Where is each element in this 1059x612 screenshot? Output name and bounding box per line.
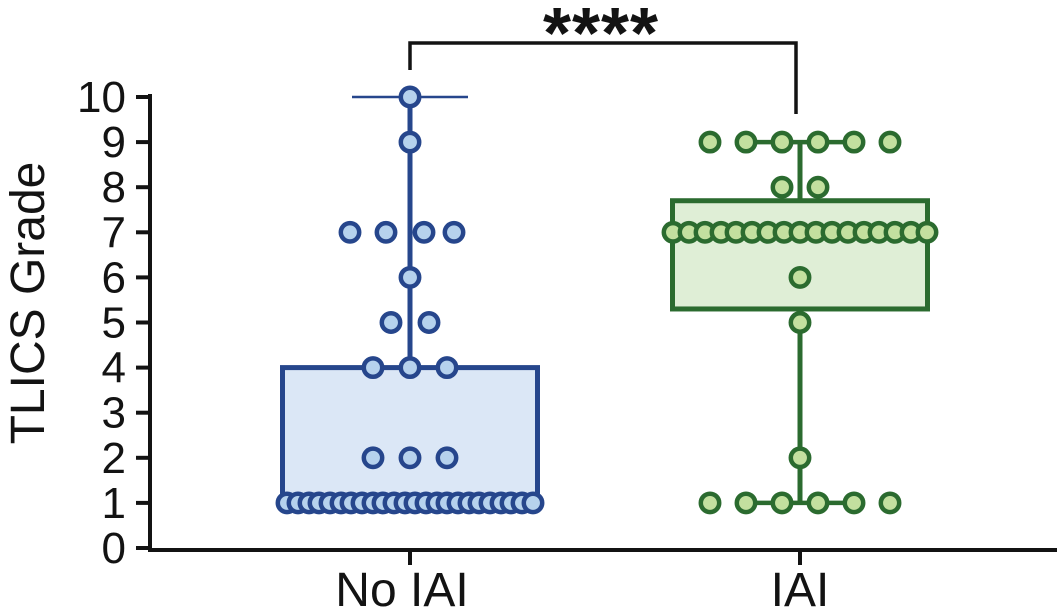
data-point-iai <box>698 491 722 515</box>
data-point-no-iai <box>338 220 362 244</box>
y-tick-label: 4 <box>102 344 126 393</box>
data-point-no-iai <box>398 446 422 470</box>
data-point-iai <box>806 130 830 154</box>
data-point-iai <box>842 491 866 515</box>
y-tick-label: 7 <box>102 208 126 257</box>
y-tick-label: 8 <box>102 163 126 212</box>
data-point-no-iai <box>417 311 441 334</box>
data-point-no-iai <box>398 356 422 380</box>
data-point-iai <box>770 175 794 199</box>
y-axis-title: TLICS Grade <box>2 162 55 445</box>
data-point-no-iai <box>379 311 403 334</box>
x-label-iai: IAI <box>771 564 830 612</box>
data-point-no-iai <box>361 356 385 380</box>
significance-bracket <box>408 41 798 114</box>
data-point-no-iai <box>435 446 459 470</box>
data-point-iai <box>806 491 830 515</box>
data-point-iai <box>734 130 758 154</box>
data-point-no-iai <box>398 265 422 289</box>
y-tick-label: 1 <box>102 479 126 528</box>
y-tick-label: 0 <box>102 524 126 573</box>
y-tick-label: 2 <box>102 434 126 483</box>
data-point-no-iai <box>398 130 422 154</box>
data-point-no-iai <box>398 85 422 109</box>
significance-stars: **** <box>543 0 659 74</box>
data-point-no-iai <box>521 491 545 515</box>
data-point-no-iai <box>361 446 385 470</box>
y-tick-label: 10 <box>77 73 126 122</box>
data-point-iai <box>788 446 812 470</box>
data-point-no-iai <box>412 220 436 244</box>
data-point-iai <box>806 175 830 199</box>
data-point-iai <box>788 265 812 289</box>
data-point-iai <box>842 130 866 154</box>
data-point-iai <box>878 491 902 515</box>
data-point-iai <box>770 130 794 154</box>
y-tick-label: 6 <box>102 253 126 302</box>
data-point-iai <box>698 130 722 154</box>
data-point-no-iai <box>374 220 398 244</box>
box-iai <box>670 198 930 312</box>
y-tick-label: 9 <box>102 118 126 167</box>
data-point-iai <box>734 491 758 515</box>
data-point-no-iai <box>435 356 459 380</box>
box-no-iai <box>280 365 540 506</box>
data-point-iai <box>770 491 794 515</box>
data-point-iai <box>915 220 939 244</box>
data-point-no-iai <box>442 220 466 244</box>
y-tick-label: 3 <box>102 389 126 438</box>
x-label-no-iai: No IAI <box>335 564 468 612</box>
data-point-iai <box>878 130 902 154</box>
data-point-iai <box>788 311 812 334</box>
y-tick-label: 5 <box>102 299 126 348</box>
